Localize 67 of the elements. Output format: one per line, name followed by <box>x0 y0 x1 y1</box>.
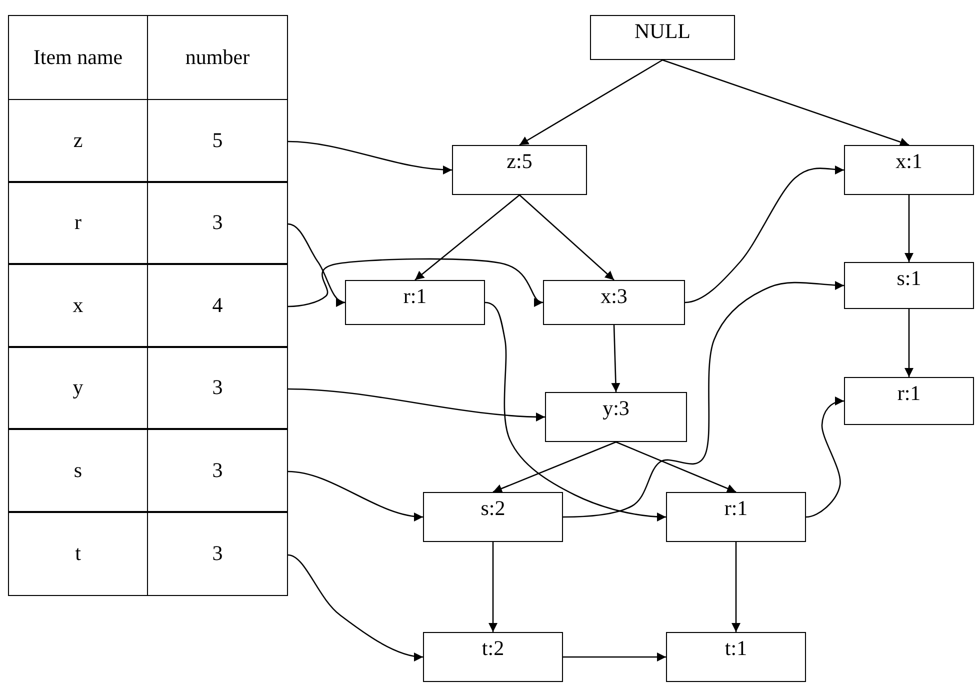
arrow <box>616 441 736 493</box>
node-label: z:5 <box>506 148 532 175</box>
arrow <box>563 280 844 518</box>
node-label: r:1 <box>724 495 748 522</box>
tree-node-box <box>452 145 587 195</box>
table-cell-text: 3 <box>212 456 223 484</box>
arrow <box>288 554 424 661</box>
table-cell-text: t <box>75 540 81 568</box>
node-label: x:3 <box>600 283 628 310</box>
arrow <box>806 397 844 518</box>
table-cell-text: s <box>74 456 82 484</box>
table-row <box>8 15 288 100</box>
arrow <box>563 652 666 662</box>
table-cell-text: r <box>74 209 82 236</box>
table-row <box>8 347 288 429</box>
tree-node-box <box>545 392 687 442</box>
tree-node-box <box>844 145 974 195</box>
table-cell-text: Item name <box>33 44 123 71</box>
arrow <box>492 441 616 493</box>
table-row <box>8 99 288 182</box>
arrow <box>484 302 666 522</box>
arrow <box>288 258 544 308</box>
tree-node-box <box>844 262 974 309</box>
table-row <box>8 429 288 512</box>
arrow <box>904 195 914 262</box>
table-cell-text: y <box>72 374 84 402</box>
table-cell-text: 5 <box>212 126 223 154</box>
table-cell-text: 3 <box>212 540 223 568</box>
table-cell-text: x <box>72 292 84 319</box>
tree-node-box <box>666 492 806 542</box>
table-cell-text: 3 <box>212 209 223 236</box>
arrow <box>732 542 740 632</box>
arrow <box>288 388 546 422</box>
arrow <box>519 59 663 146</box>
arrow <box>288 140 452 174</box>
arrow <box>414 194 520 280</box>
arrow <box>288 223 346 306</box>
tree-node-box <box>590 15 735 60</box>
node-label: t:1 <box>724 635 748 662</box>
table-row <box>8 512 288 596</box>
tree-node-box <box>844 377 974 425</box>
node-label: s:2 <box>480 495 506 522</box>
arrow <box>519 194 614 280</box>
node-label: x:1 <box>896 148 922 175</box>
table-cell-text: z <box>73 126 83 154</box>
table-cell-text: number <box>185 44 250 71</box>
arrow <box>684 165 844 304</box>
tree-node-box <box>423 632 563 682</box>
tree-node-box <box>345 280 485 325</box>
arrow <box>904 309 914 377</box>
tree-node-box <box>423 492 563 542</box>
table-cell-text: 4 <box>212 292 223 319</box>
node-label: NULL <box>634 18 690 45</box>
node-label: y:3 <box>602 395 630 422</box>
table-cell-text: 3 <box>212 374 223 402</box>
arrow <box>288 470 424 521</box>
node-label: r:1 <box>403 283 427 310</box>
tree-node-box <box>666 632 806 682</box>
arrow <box>611 324 620 392</box>
node-label: t:2 <box>482 635 504 662</box>
arrow <box>488 542 498 632</box>
arrow <box>662 59 910 146</box>
table-row <box>8 182 288 264</box>
node-label: r:1 <box>897 380 921 407</box>
tree-node-box <box>543 280 685 325</box>
table-row <box>8 264 288 347</box>
node-label: s:1 <box>896 265 922 292</box>
